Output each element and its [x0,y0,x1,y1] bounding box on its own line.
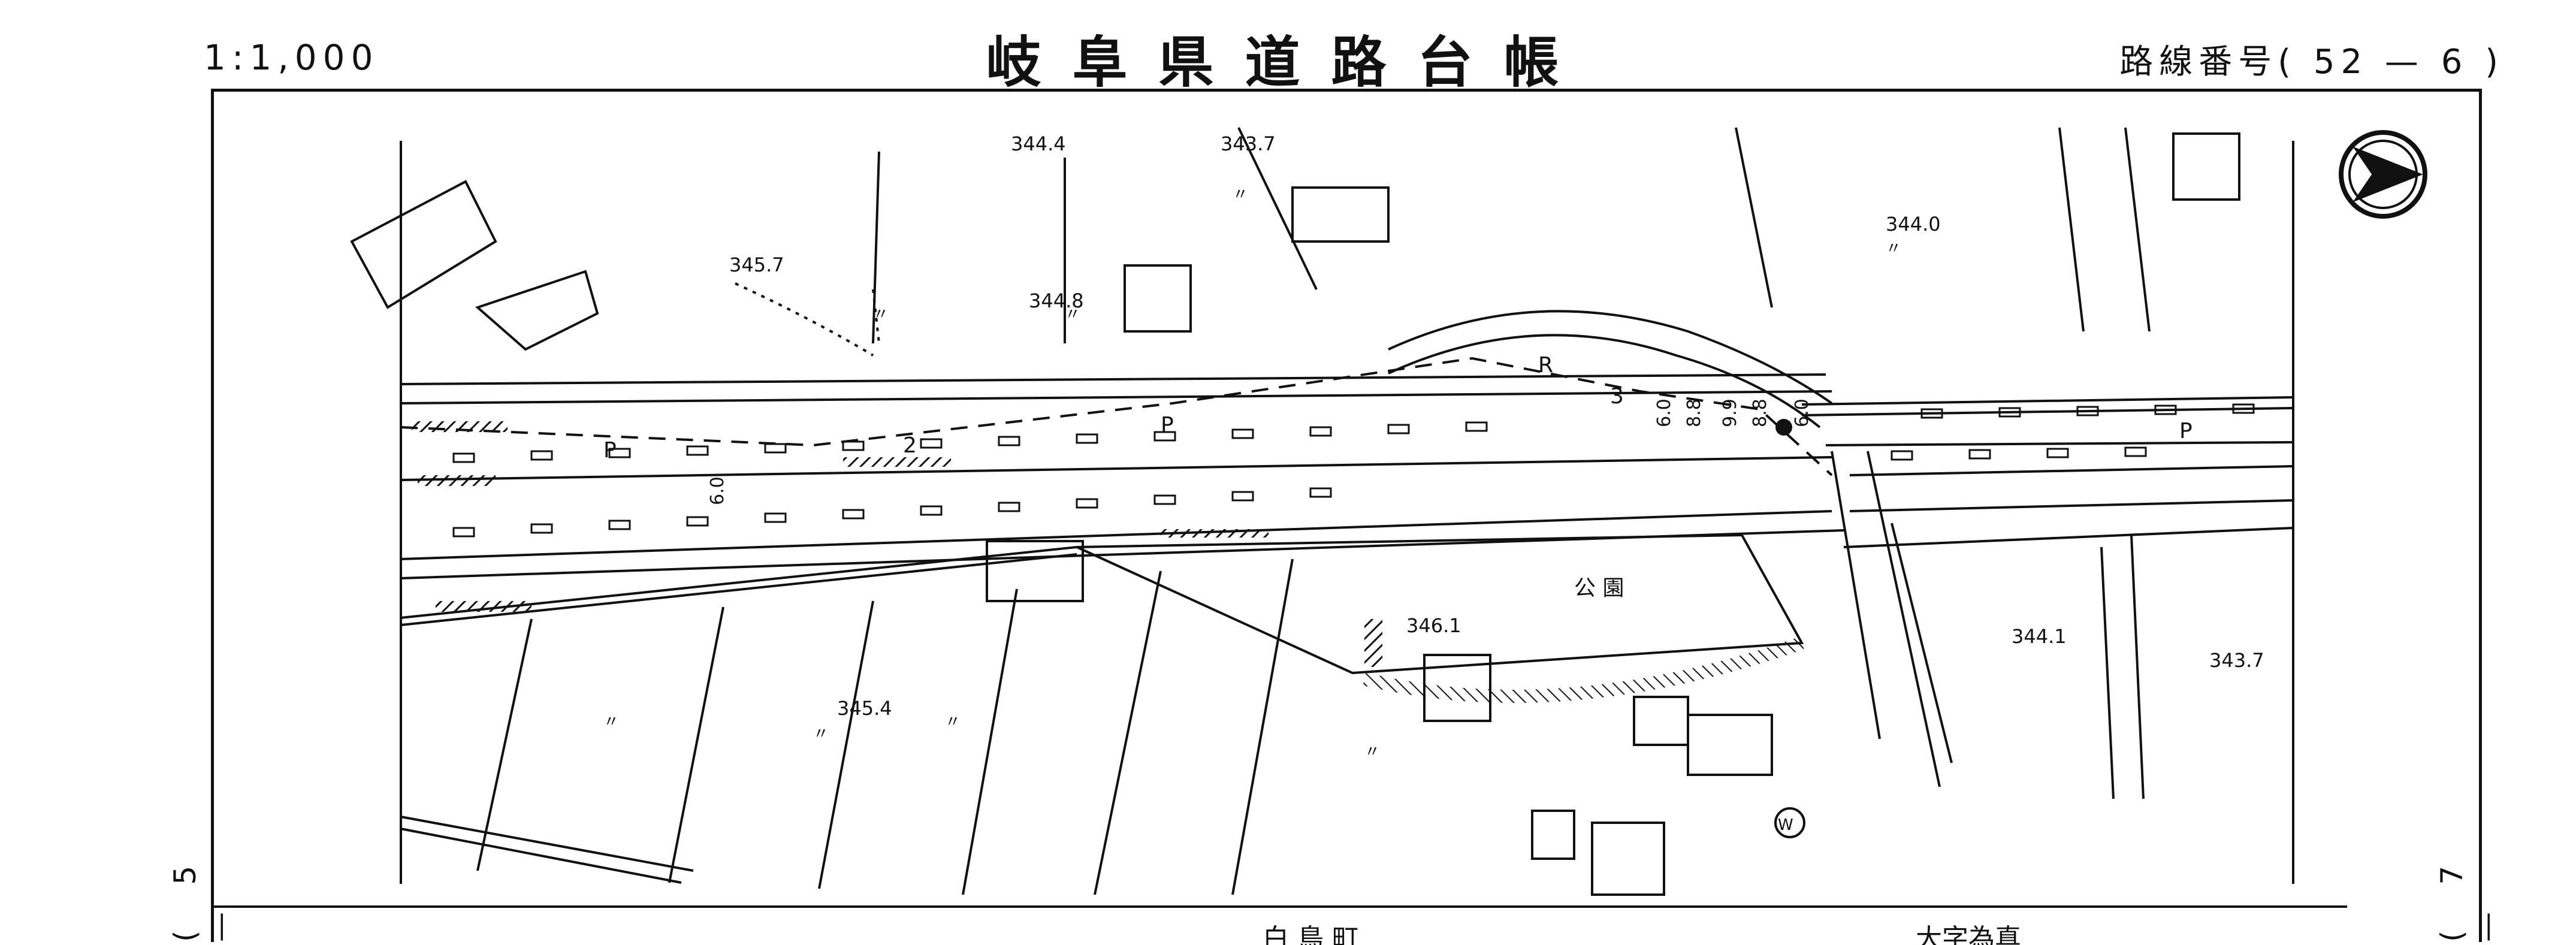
elevation-label: 345.4 [837,697,892,720]
land-use-mark: 〃 [1886,240,1901,258]
elevation-label: 344.1 [2012,625,2067,648]
elevation-label: 343.7 [2209,649,2264,672]
building [1633,696,1689,746]
elevation-label: 344.4 [1011,132,1066,155]
width-label: 8.8 [1750,398,1771,427]
road-edge-lower-inner [400,510,1832,560]
building [1531,810,1575,860]
elevation-label: 344.0 [1886,213,1941,236]
page-title: 岐阜県道路台帳 [986,31,1590,95]
park-label: 公 園 [1574,576,1624,600]
elevation-label: 343.7 [1221,132,1276,155]
elevation-label: 346.1 [1406,614,1461,637]
elevation-label: 345.7 [729,253,784,276]
width-label: 9.9 [1720,398,1741,427]
road-label: R [1538,353,1553,378]
well-mark: W [1778,816,1793,834]
park-boundary [1076,533,1804,675]
land-use-mark: 〃 [1233,186,1248,204]
land-use-mark: 〃 [1065,306,1080,324]
land-use-mark: 〃 [813,725,829,743]
width-label: 6.0 [1792,398,1813,427]
road-center-line [400,456,1832,481]
building [1124,264,1192,333]
building [1291,186,1390,243]
elevation-label: 344.8 [1029,289,1084,312]
building [350,180,497,309]
road-edge-upper-inner [400,390,1832,404]
land-use-mark: 〃 [873,306,889,324]
land-use-mark: 〃 [945,713,961,731]
building [1591,822,1665,896]
road-map: 344.4 343.7 345.7 344.8 344.0 346.1 345.… [214,127,2427,945]
station-mark: 2 [903,433,917,458]
building [1687,714,1773,776]
building [986,540,1084,602]
land-use-mark: 〃 [603,713,619,731]
map-scale: 1:1,000 [204,37,379,78]
width-label: 6.0 [707,476,728,505]
place-name: 白 鳥 町 [1263,923,1358,945]
land-use-mark: 〃 [1364,743,1380,761]
road-label: P [1161,413,1174,437]
road-label: P [2179,419,2193,443]
width-label: 8.8 [1684,398,1705,427]
place-name: 大字為真 [1916,923,2021,945]
building [475,270,599,351]
building [2172,132,2240,201]
road-edge-upper [400,373,1826,385]
width-label: 6.0 [1654,398,1675,427]
map-frame: 344.4 343.7 345.7 344.8 344.0 346.1 345.… [211,89,2482,945]
route-number: 路線番号( 52 — 6 ) [2119,43,2504,81]
north-arrow-icon [2339,130,2427,219]
station-mark: 3 [1610,384,1624,409]
road-label: P [603,438,617,463]
